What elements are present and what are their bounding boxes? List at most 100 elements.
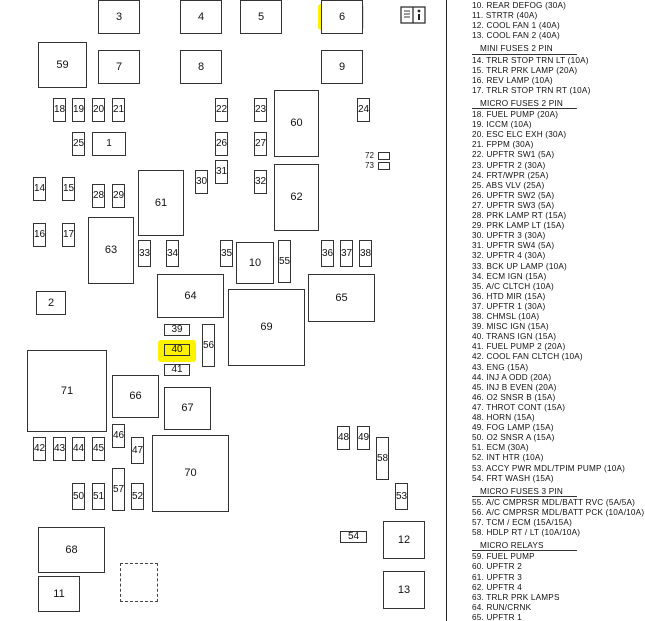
- legend-item: 12. COOL FAN 1 (40A): [472, 21, 560, 31]
- legend-item: 33. BCK UP LAMP (10A): [472, 261, 567, 271]
- legend-item: 17. TRLR STOP TRN RT (10A): [472, 85, 591, 95]
- legend-item: 19. ICCM (10A): [472, 120, 532, 130]
- fuse-legend: 10. REAR DEFOG (30A)11. STRTR (40A)12. C…: [452, 0, 645, 621]
- fuse-69: 69: [228, 289, 305, 366]
- panel-divider: [446, 0, 447, 621]
- fuse-18: 18: [53, 98, 66, 122]
- legend-item: 52. INT HTR (10A): [472, 453, 544, 463]
- fuse-48: 48: [337, 426, 350, 450]
- legend-item: 36. HTD MIR (15A): [472, 291, 546, 301]
- fuse-9: 9: [321, 50, 363, 84]
- legend-item: 50. O2 SNSR A (15A): [472, 433, 555, 443]
- fuse-60: 60: [274, 90, 319, 157]
- fuse-46: 46: [112, 424, 125, 448]
- legend-item: 64. RUN/CRNK: [472, 602, 532, 612]
- legend-item: 42. COOL FAN CLTCH (10A): [472, 352, 583, 362]
- legend-item: 60. UPFTR 2: [472, 562, 522, 572]
- fuse-1: 1: [92, 132, 126, 156]
- legend-item: 23. UPFTR 2 (30A): [472, 160, 546, 170]
- legend-section-title: MINI FUSES 2 PIN: [480, 44, 553, 54]
- fuse-49: 49: [357, 426, 370, 450]
- fuse-42: 42: [33, 437, 46, 461]
- legend-item: 35. A/C CLTCH (10A): [472, 281, 554, 291]
- book-icon: [400, 6, 426, 24]
- fuse-23: 23: [254, 98, 267, 122]
- legend-item: 55. A/C CMPRSR MDL/BATT RVC (5A/5A): [472, 497, 636, 507]
- fuse-13: 13: [383, 571, 425, 609]
- legend-item: 45. INJ B EVEN (20A): [472, 382, 557, 392]
- legend-item: 20. ESC ELC EXH (30A): [472, 130, 567, 140]
- legend-item: 48. HORN (15A): [472, 413, 535, 422]
- legend-item: 31. UPFTR SW4 (5A): [472, 241, 555, 251]
- legend-section-title: MICRO FUSES 3 PIN: [480, 486, 564, 496]
- legend-item: 27. UPFTR SW3 (5A): [472, 200, 555, 210]
- fuse-73-label: 73: [365, 161, 374, 170]
- legend-item: 43. ENG (15A): [472, 362, 529, 372]
- fuse-7: 7: [98, 50, 140, 84]
- legend-item: 34. ECM IGN (15A): [472, 271, 547, 281]
- fuse-16: 16: [33, 223, 46, 247]
- legend-item: 16. REV LAMP (10A): [472, 75, 553, 85]
- legend-item: 62. UPFTR 4: [472, 582, 522, 592]
- fuse-45: 45: [92, 437, 105, 461]
- fuse-35: 35: [220, 240, 233, 267]
- legend-item: 22. UPFTR SW1 (5A): [472, 150, 555, 160]
- fuse-2: 2: [36, 291, 66, 315]
- fuse-53: 53: [395, 483, 408, 510]
- legend-item: 30. UPFTR 3 (30A): [472, 231, 546, 241]
- legend-item: 46. O2 SNSR B (15A): [472, 392, 556, 402]
- legend-item: 28. PRK LAMP RT (15A): [472, 211, 567, 220]
- fuse-29: 29: [112, 184, 125, 208]
- fuse-34: 34: [166, 240, 179, 267]
- legend-item: 53. ACCY PWR MDL/TPIM PUMP (10A): [472, 463, 626, 473]
- fuse-32: 32: [254, 170, 267, 194]
- fuse-11: 11: [38, 576, 80, 612]
- legend-item: 26. UPFTR SW2 (5A): [472, 190, 555, 200]
- legend-item: 59. FUEL PUMP: [472, 552, 535, 562]
- legend-item: 25. ABS VLV (25A): [472, 180, 545, 190]
- fuse-66: 66: [112, 375, 159, 418]
- legend-item: 51. ECM (30A): [472, 443, 529, 453]
- fuse-12: 12: [383, 521, 425, 559]
- fuse-40: 40: [164, 344, 190, 356]
- fuse-43: 43: [53, 437, 66, 461]
- fuse-58: 58: [376, 437, 389, 480]
- legend-item: 32. UPFTR 4 (30A): [472, 251, 546, 261]
- legend-item: 58. HDLP RT / LT (10A/10A): [472, 528, 581, 538]
- fuse-4: 4: [180, 0, 222, 34]
- legend-item: 15. TRLR PRK LAMP (20A): [472, 65, 578, 75]
- fuse-62: 62: [274, 164, 319, 231]
- fuse-52: 52: [131, 483, 144, 510]
- legend-item: 24. FRT/WPR (25A): [472, 170, 549, 180]
- legend-item: 21. FPPM (30A): [472, 140, 534, 150]
- legend-item: 57. TCM / ECM (15A/15A): [472, 518, 572, 527]
- fuse-72-label: 72: [365, 151, 374, 160]
- fuse-47: 47: [131, 437, 144, 464]
- fuse-54: 54: [340, 531, 367, 543]
- fuse-6: 6: [321, 0, 363, 34]
- legend-item: 63. TRLR PRK LAMPS: [472, 592, 560, 602]
- fuse-30: 30: [195, 170, 208, 194]
- legend-item: 44. INJ A ODD (20A): [472, 372, 552, 382]
- legend-item: 61. UPFTR 3: [472, 572, 522, 582]
- fuse-15: 15: [62, 177, 75, 201]
- section-rule: [472, 550, 577, 552]
- fuse-33: 33: [138, 240, 151, 267]
- fuse-10: 10: [236, 242, 274, 284]
- legend-item: 39. MISC IGN (15A): [472, 322, 549, 332]
- legend-item: 38. CHMSL (10A): [472, 312, 540, 321]
- fuse-17: 17: [62, 223, 75, 247]
- fuse-67: 67: [164, 387, 211, 430]
- fuse-41: 41: [164, 364, 190, 376]
- fuse-8: 8: [180, 50, 222, 84]
- fuse-64: 64: [157, 274, 224, 318]
- fuse-65: 65: [308, 274, 375, 322]
- legend-item: 29. PRK LAMP LT (15A): [472, 221, 565, 231]
- fuse-21: 21: [112, 98, 125, 122]
- fuse-38: 38: [359, 240, 372, 267]
- legend-item: 11. STRTR (40A): [472, 11, 538, 21]
- fuse-50: 50: [72, 483, 85, 510]
- empty-relay-slot: [120, 563, 158, 602]
- legend-item: 14. TRLR STOP TRN LT (10A): [472, 55, 589, 65]
- fuse-61: 61: [138, 170, 184, 236]
